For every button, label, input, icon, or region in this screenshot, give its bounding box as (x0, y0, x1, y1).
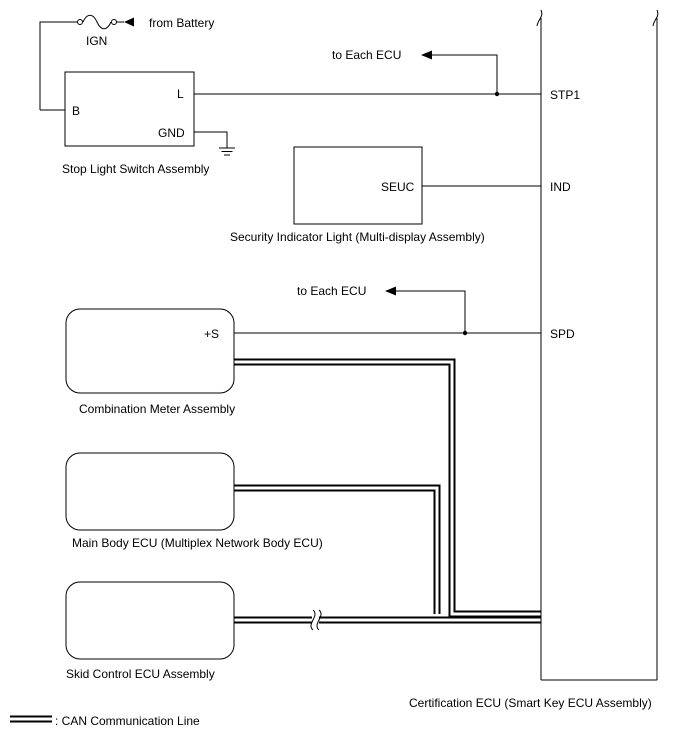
main-body-ecu: Main Body ECU (Multiplex Network Body EC… (65, 452, 323, 550)
ground-icon (194, 131, 235, 156)
stop-light-switch-box (64, 71, 195, 147)
legend-can-line-label: : CAN Communication Line (55, 714, 200, 728)
legend: : CAN Communication Line (10, 714, 200, 728)
stop-light-switch-assembly: B L GND Stop Light Switch Assembly (62, 71, 209, 176)
spd-circuit: to Each ECU (234, 284, 541, 336)
can-bus (234, 358, 541, 631)
stp1-to-each-ecu-label: to Each ECU (332, 48, 401, 62)
combination-meter-box (65, 308, 235, 394)
battery-feed-wire (39, 21, 80, 110)
security-indicator-box (293, 146, 423, 225)
combination-meter-name: Combination Meter Assembly (79, 402, 235, 416)
stp1-branch-arrow-icon (421, 50, 432, 60)
spd-branch-arrow-icon (385, 286, 396, 296)
skid-control-ecu-box (65, 581, 235, 660)
spd-branch-wire (396, 290, 466, 333)
skid-control-ecu-assembly: Skid Control ECU Assembly (65, 581, 235, 681)
fuse-terminal-right (111, 19, 117, 25)
stop-light-pin-l: L (177, 87, 184, 101)
stp1-circuit: to Each ECU (194, 48, 541, 97)
security-indicator-name: Security Indicator Light (Multi-display … (230, 230, 485, 244)
certification-ecu-pin-stp1: STP1 (550, 88, 580, 102)
skid-control-ecu-name: Skid Control ECU Assembly (66, 667, 215, 681)
ign-fuse-label: IGN (86, 34, 107, 48)
fuse-terminal-left (77, 19, 83, 25)
main-body-ecu-name: Main Body ECU (Multiplex Network Body EC… (72, 536, 323, 550)
stop-light-switch-name: Stop Light Switch Assembly (62, 162, 209, 176)
security-indicator-pin-seuc: SEUC (381, 180, 415, 194)
can-line-break-mark-right (316, 609, 322, 631)
certification-ecu-name: Certification ECU (Smart Key ECU Assembl… (409, 696, 652, 710)
from-battery-arrow-icon (124, 17, 134, 27)
combination-meter-pin-s: +S (204, 327, 219, 341)
fuse-icon (82, 14, 112, 30)
stop-light-pin-gnd: GND (158, 126, 185, 140)
main-body-ecu-box (65, 452, 235, 531)
certification-ecu-pin-ind: IND (550, 180, 571, 194)
stp1-branch-wire (432, 54, 498, 94)
certification-ecu: STP1 IND SPD Certification ECU (Smart Ke… (409, 9, 659, 710)
can-line-main-body (234, 484, 441, 614)
from-battery-label: from Battery (149, 16, 214, 30)
can-line-break-mark-left (310, 609, 316, 631)
security-indicator-light: SEUC Security Indicator Light (Multi-dis… (230, 146, 541, 244)
combination-meter-assembly: +S Combination Meter Assembly (65, 308, 235, 416)
spd-to-each-ecu-label: to Each ECU (297, 284, 366, 298)
stop-light-pin-b: B (72, 104, 80, 118)
certification-ecu-top-break-left (536, 9, 543, 27)
can-line-break-gap (312, 610, 319, 630)
certification-ecu-pin-spd: SPD (550, 327, 575, 341)
ign-fuse-circuit: from Battery IGN (39, 14, 214, 111)
certification-ecu-top-break-right (652, 9, 659, 27)
